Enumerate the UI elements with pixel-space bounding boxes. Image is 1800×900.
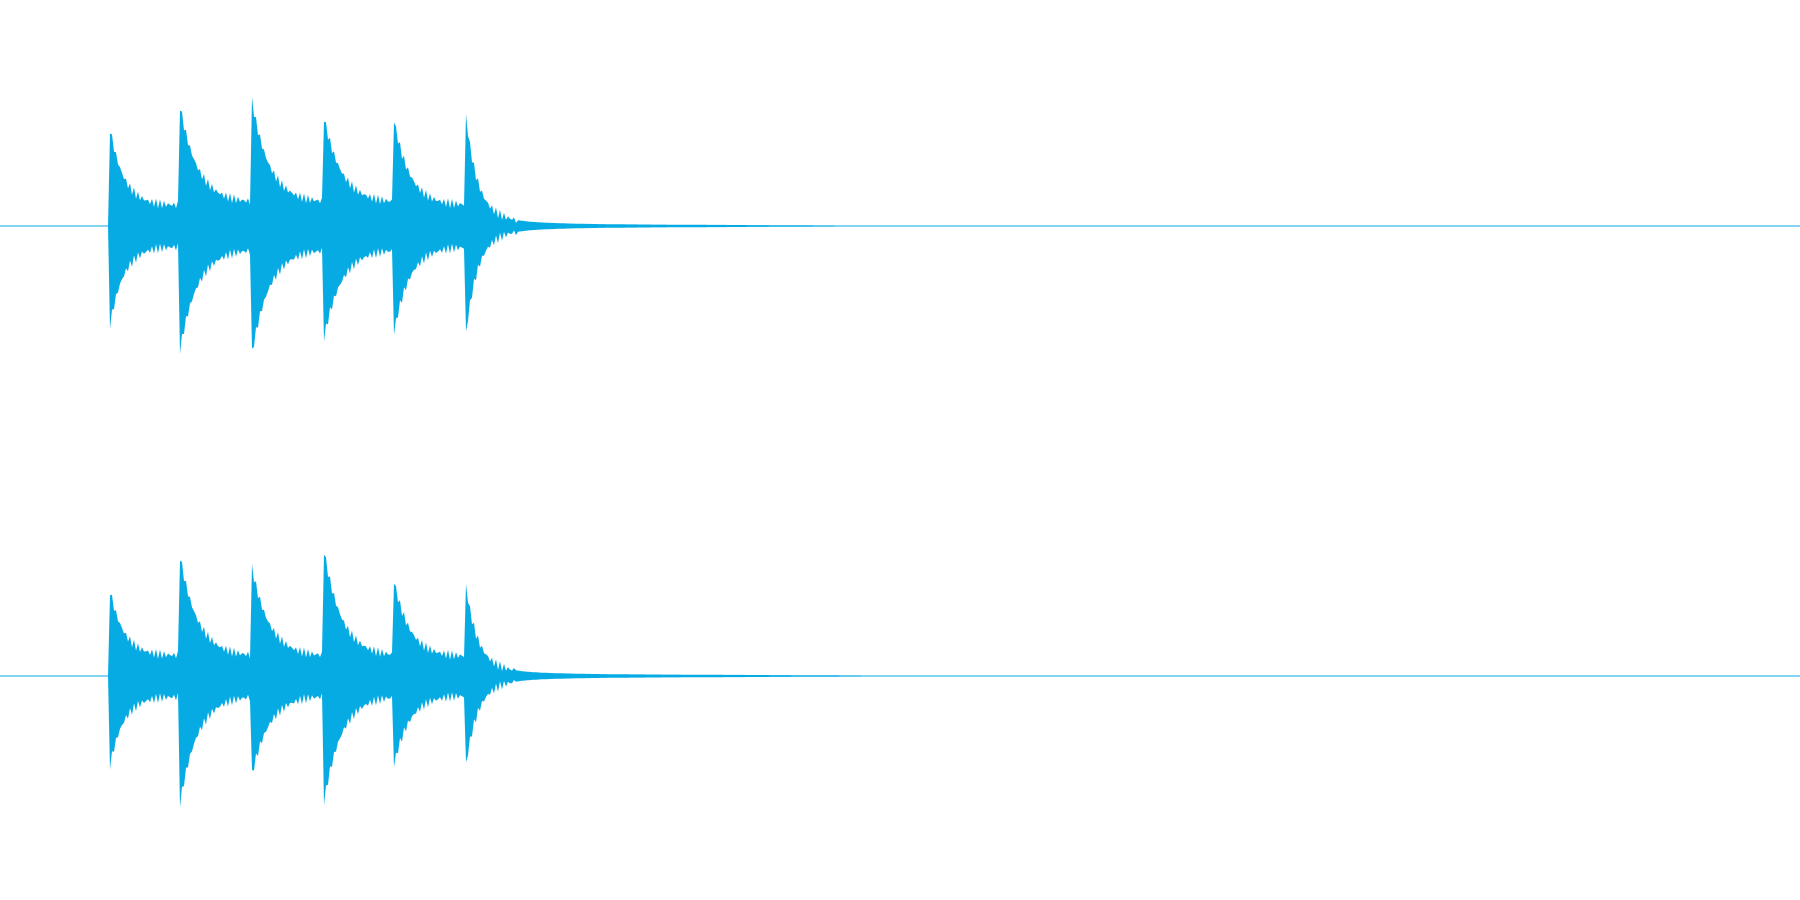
channel-right-waveform[interactable] <box>0 450 1800 900</box>
channel-right-svg <box>0 554 1800 808</box>
channel-left-svg <box>0 96 1800 355</box>
channel-left-wave-path <box>0 96 1800 355</box>
channel-right-wave-path <box>0 554 1800 808</box>
channel-left-waveform[interactable] <box>0 0 1800 450</box>
